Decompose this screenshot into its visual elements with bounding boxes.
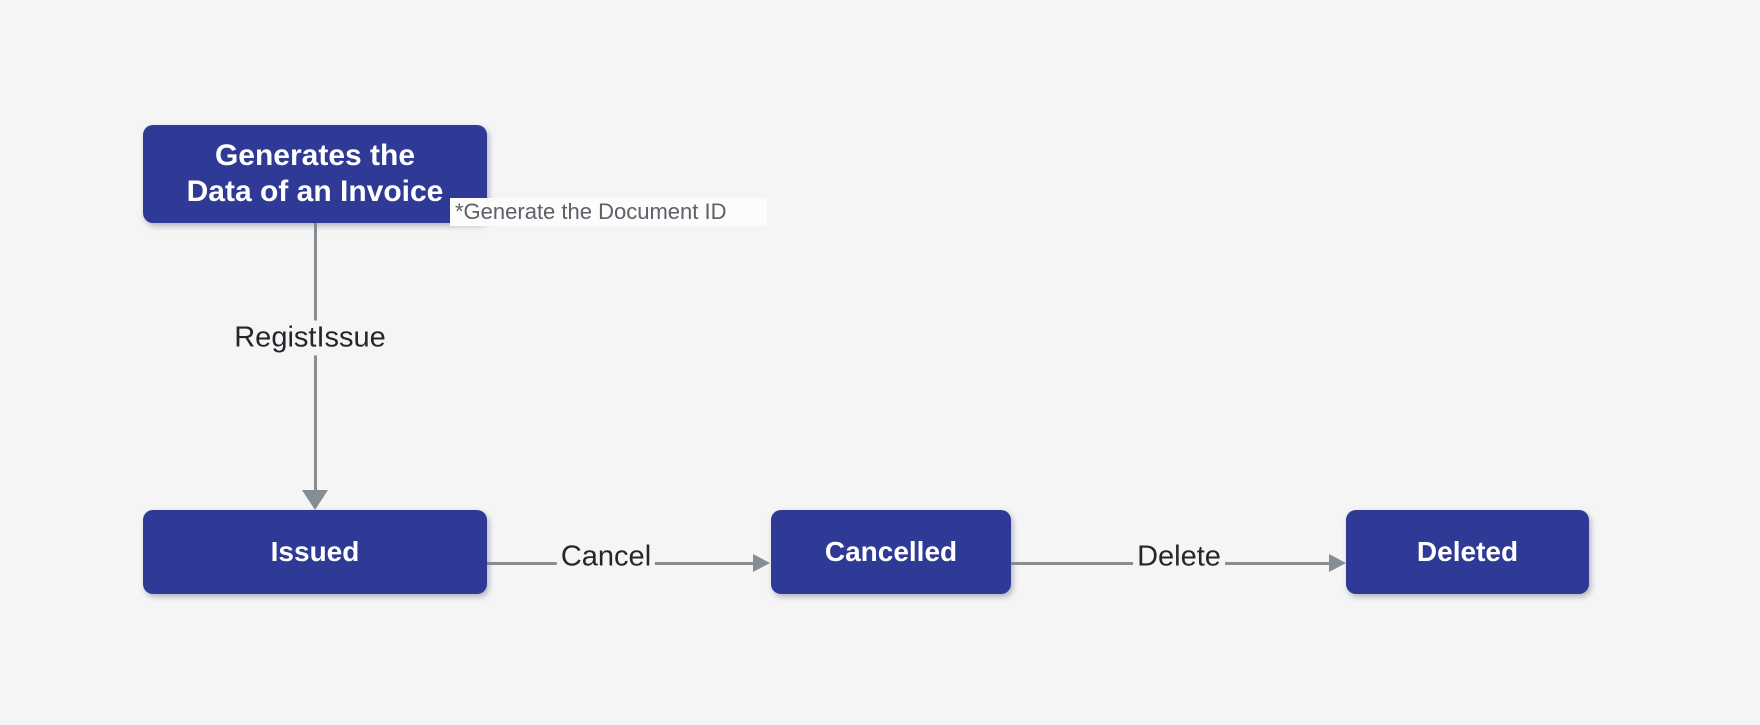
arrowhead-right-icon [1329, 554, 1346, 572]
edge-label-delete: Delete [1133, 539, 1225, 575]
node-cancelled: Cancelled [771, 510, 1011, 594]
node-cancelled-label: Cancelled [824, 536, 958, 567]
connector-regist-issue-line [314, 223, 317, 492]
edge-label-regist-issue: RegistIssue [230, 320, 390, 356]
node-issued: Issued [143, 510, 487, 594]
node-generate-invoice-label-line1: Generates the [214, 139, 416, 172]
note-generate-document-id: *Generate the Document ID [450, 198, 767, 226]
arrowhead-right-icon [753, 554, 770, 572]
node-generate-invoice: Generates the Data of an Invoice [143, 125, 487, 223]
arrowhead-down-icon [302, 490, 328, 510]
node-deleted: Deleted [1346, 510, 1589, 594]
node-generate-invoice-label-line2: Data of an Invoice [186, 175, 444, 208]
node-issued-label: Issued [270, 536, 360, 567]
node-deleted-label: Deleted [1416, 536, 1519, 567]
edge-label-cancel: Cancel [556, 539, 656, 575]
